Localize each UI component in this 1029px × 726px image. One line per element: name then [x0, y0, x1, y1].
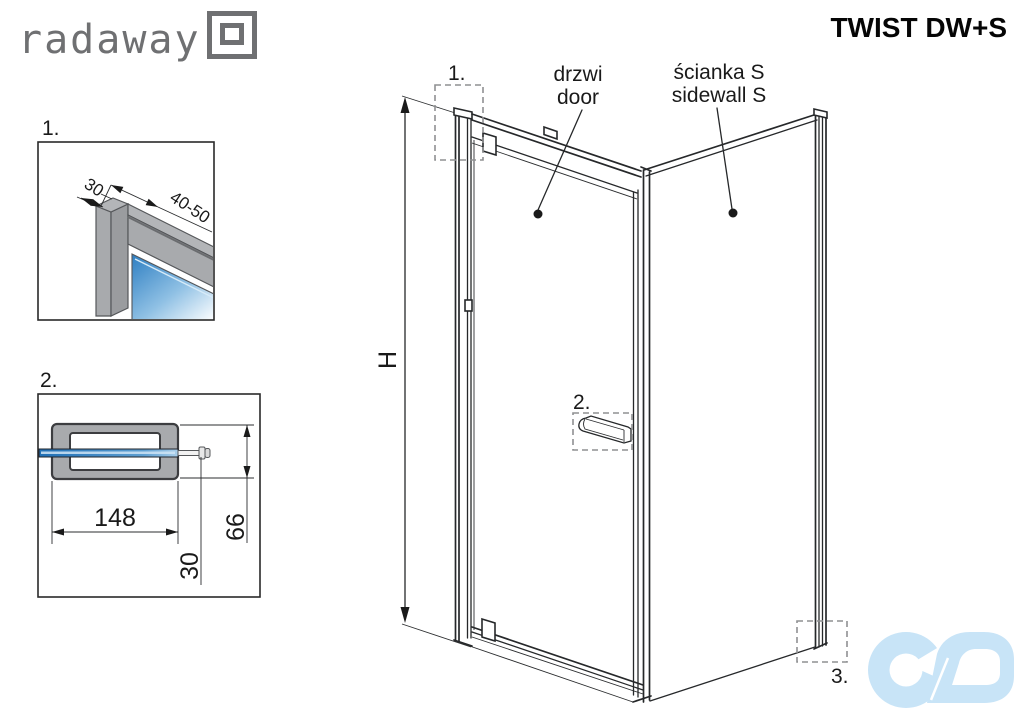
detail-1-profile-drawing	[94, 197, 213, 319]
dim-adjust-range: 40-50	[167, 188, 214, 228]
detail-2-dim-148: 148	[51, 481, 179, 544]
rail-front-face	[127, 214, 213, 288]
handle-screw-collar	[198, 446, 206, 460]
detail-2-frame	[37, 393, 261, 598]
radaway-wordmark: radaway	[18, 17, 201, 63]
dim-handle-height: 66	[222, 513, 250, 541]
dim-screw-offset: 30	[176, 552, 204, 580]
detail-1-label: 1.	[42, 117, 60, 140]
callout-2-box	[572, 412, 633, 451]
rail-top-face	[127, 203, 213, 259]
door-handle	[578, 415, 632, 444]
sidewall-label-pl: ścianka S	[673, 61, 764, 84]
handle-screw-cap	[204, 448, 211, 458]
height-dimension: H	[374, 95, 472, 648]
product-title: TWIST DW+S	[830, 12, 1007, 43]
dim-height-label: H	[374, 351, 402, 369]
callout-3: 3.	[796, 620, 849, 688]
callout-3-box	[796, 620, 848, 663]
callout-1-box	[434, 84, 484, 161]
dim-handle-length: 148	[94, 504, 136, 532]
callout-1-label: 1.	[448, 62, 466, 85]
wall-profile-front-face	[95, 205, 112, 317]
sidewall-panel	[643, 107, 828, 702]
glass-pane	[131, 253, 213, 319]
rail-crease-line	[127, 216, 213, 261]
detail-2-dim-30: 30	[176, 457, 204, 585]
door-label-group: drzwi door	[533, 63, 603, 219]
detail-2-label: 2.	[40, 369, 58, 392]
glass-highlight-line	[134, 258, 213, 299]
detail-2-dim-66: 66	[180, 424, 254, 543]
detail-1-panel: 1. 30	[37, 117, 215, 321]
detail-1-frame	[37, 141, 215, 321]
bottom-hinge-bracket	[481, 617, 496, 643]
rail-glass-clamp	[543, 125, 558, 141]
watermark-logo-icon	[868, 632, 1014, 708]
detail-2-panel: 2. 148 66	[37, 369, 261, 598]
radaway-square-icon	[207, 11, 257, 59]
hinge-pivot	[464, 299, 473, 312]
top-hinge-bracket	[482, 131, 497, 157]
handle-screw-rod	[177, 450, 200, 456]
sidewall-profile-top-cap	[813, 107, 828, 120]
left-profile-top-cap	[453, 107, 473, 120]
door-leader-dot	[533, 209, 543, 219]
callout-2: 2.	[572, 391, 633, 451]
arrow-up-icon	[400, 97, 410, 113]
sidewall-leader-dot	[728, 208, 738, 218]
radaway-logo: radaway	[18, 6, 278, 66]
callout-2-label: 2.	[573, 391, 591, 414]
door-label-pl: drzwi	[553, 63, 602, 86]
radaway-square-inner-icon	[220, 23, 244, 45]
wall-profile-side-face	[110, 203, 129, 317]
arrow-down-icon	[400, 607, 410, 623]
glass-edge-highlight	[41, 451, 175, 454]
callout-1: 1.	[434, 62, 484, 161]
dim-profile-width: 30	[81, 174, 107, 200]
callout-3-label: 3.	[831, 665, 849, 688]
door-label-en: door	[557, 86, 599, 109]
door-panel	[453, 107, 652, 703]
sidewall-label-en: sidewall S	[672, 84, 767, 107]
sidewall-label-group: ścianka S sidewall S	[672, 61, 767, 218]
